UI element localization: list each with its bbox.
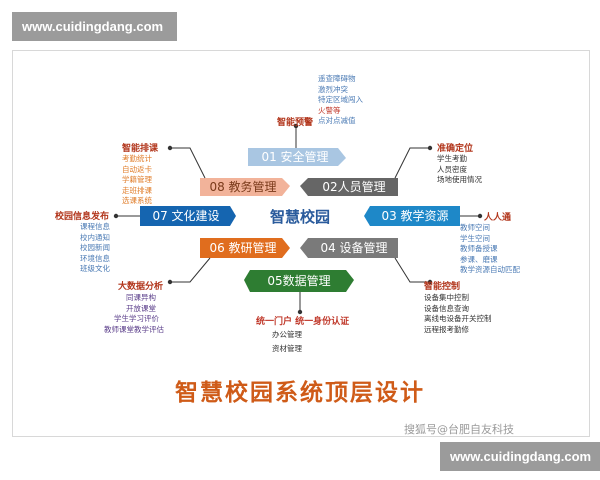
list-item: 班级文化 [80,264,110,273]
feature-people-label: 人人通 [484,213,512,223]
list-item: 离线电设备开关控制 [424,314,492,323]
feature-portal-list: 办公管理 资材管理 [272,328,302,356]
feature-bigdata-list: 同课异构 开放课堂 学生学习评价 教师课堂教学评估 [104,293,164,335]
list-item: 学生考勤 [437,154,467,163]
module-03-resources: 03 教学资源 [381,209,449,223]
watermark-top: www.cuidingdang.com [12,12,177,41]
feature-people-list: 教师空间 学生空间 教师备授课 参课、磨课 教学资源自动匹配 [460,223,520,276]
list-item: 环境信息 [80,253,110,263]
feature-schedule-list: 考勤统计 自动返卡 学籍管理 走班排课 选课系统 [122,154,152,207]
module-02-personnel: 02人员管理 [322,180,386,194]
list-item: 设备信息查询 [424,303,469,313]
list-item: 参课、磨课 [460,254,498,264]
list-item: 教师备授课 [460,244,498,253]
center-title: 智慧校园 [269,208,330,226]
feature-alert-list: 遥查障碍物 激烈冲突 特定区域闯入 火警等 点对点减值 [318,74,363,127]
list-item: 教学资源自动匹配 [460,265,520,274]
list-item: 开放课堂 [126,303,156,313]
diagram-frame [12,50,590,437]
module-05-data: 05数据管理 [267,274,331,288]
list-item: 同课异构 [126,293,156,302]
main-title: 智慧校园系统顶层设计 [175,380,425,406]
list-item: 激烈冲突 [318,84,348,94]
list-item: 遥查障碍物 [318,74,356,83]
feature-control-label: 智能控制 [424,282,461,292]
list-item: 选课系统 [122,196,152,205]
panel-08 [200,178,290,196]
watermark-bottom: www.cuidingdang.com [440,442,600,471]
panel-01 [248,148,346,166]
list-item: 学籍管理 [122,175,152,184]
list-item: 教师课堂教学评估 [104,324,164,334]
list-item: 人员密度 [437,164,467,174]
module-01-safety: 01 安全管理 [261,150,329,164]
list-item: 校内通知 [80,232,110,242]
list-item: 自动返卡 [122,164,152,174]
module-06-research: 06 教研管理 [209,241,277,255]
list-item: 走班排课 [122,185,152,195]
feature-bigdata-label: 大数据分析 [118,282,164,292]
list-item: 资材管理 [272,344,302,353]
list-item: 场地使用情况 [437,175,482,184]
module-08-academic: 08 教务管理 [209,180,277,194]
feature-schedule-label: 智能排课 [122,144,159,154]
feature-alert-label: 智能预警 [277,118,314,128]
panel-06 [200,238,290,258]
list-item: 特定区域闯入 [318,95,363,104]
feature-info-label: 校园信息发布 [55,212,110,222]
list-item: 学生学习评价 [114,314,159,323]
list-item: 教师空间 [460,223,490,232]
list-item: 火警等 [318,105,341,115]
feature-portal-label: 统一门户 统一身份认证 [256,317,350,327]
panel-07 [140,206,236,226]
feature-info-list: 课程信息 校内通知 校园新闻 环境信息 班级文化 [80,222,110,275]
list-item: 远程报考勤修 [424,324,469,334]
list-item: 设备集中控制 [424,293,469,302]
list-item: 办公管理 [272,330,302,339]
list-item: 课程信息 [80,222,110,231]
source-credit: 搜狐号@台肥自友科技 [404,423,514,436]
feature-control-list: 设备集中控制 设备信息查询 离线电设备开关控制 远程报考勤修 [424,293,492,335]
module-04-equipment: 04 设备管理 [320,241,388,255]
list-item: 点对点减值 [318,116,356,125]
list-item: 学生空间 [460,233,490,243]
panel-04 [300,238,398,258]
module-07-culture: 07 文化建设 [152,209,220,223]
feature-locate-list: 学生考勤 人员密度 场地使用情况 [437,154,482,186]
panel-03 [364,206,460,226]
panel-05 [244,270,354,292]
list-item: 考勤统计 [122,154,152,163]
list-item: 校园新闻 [80,243,110,252]
feature-locate-label: 准确定位 [437,144,474,154]
panel-02 [300,178,398,196]
